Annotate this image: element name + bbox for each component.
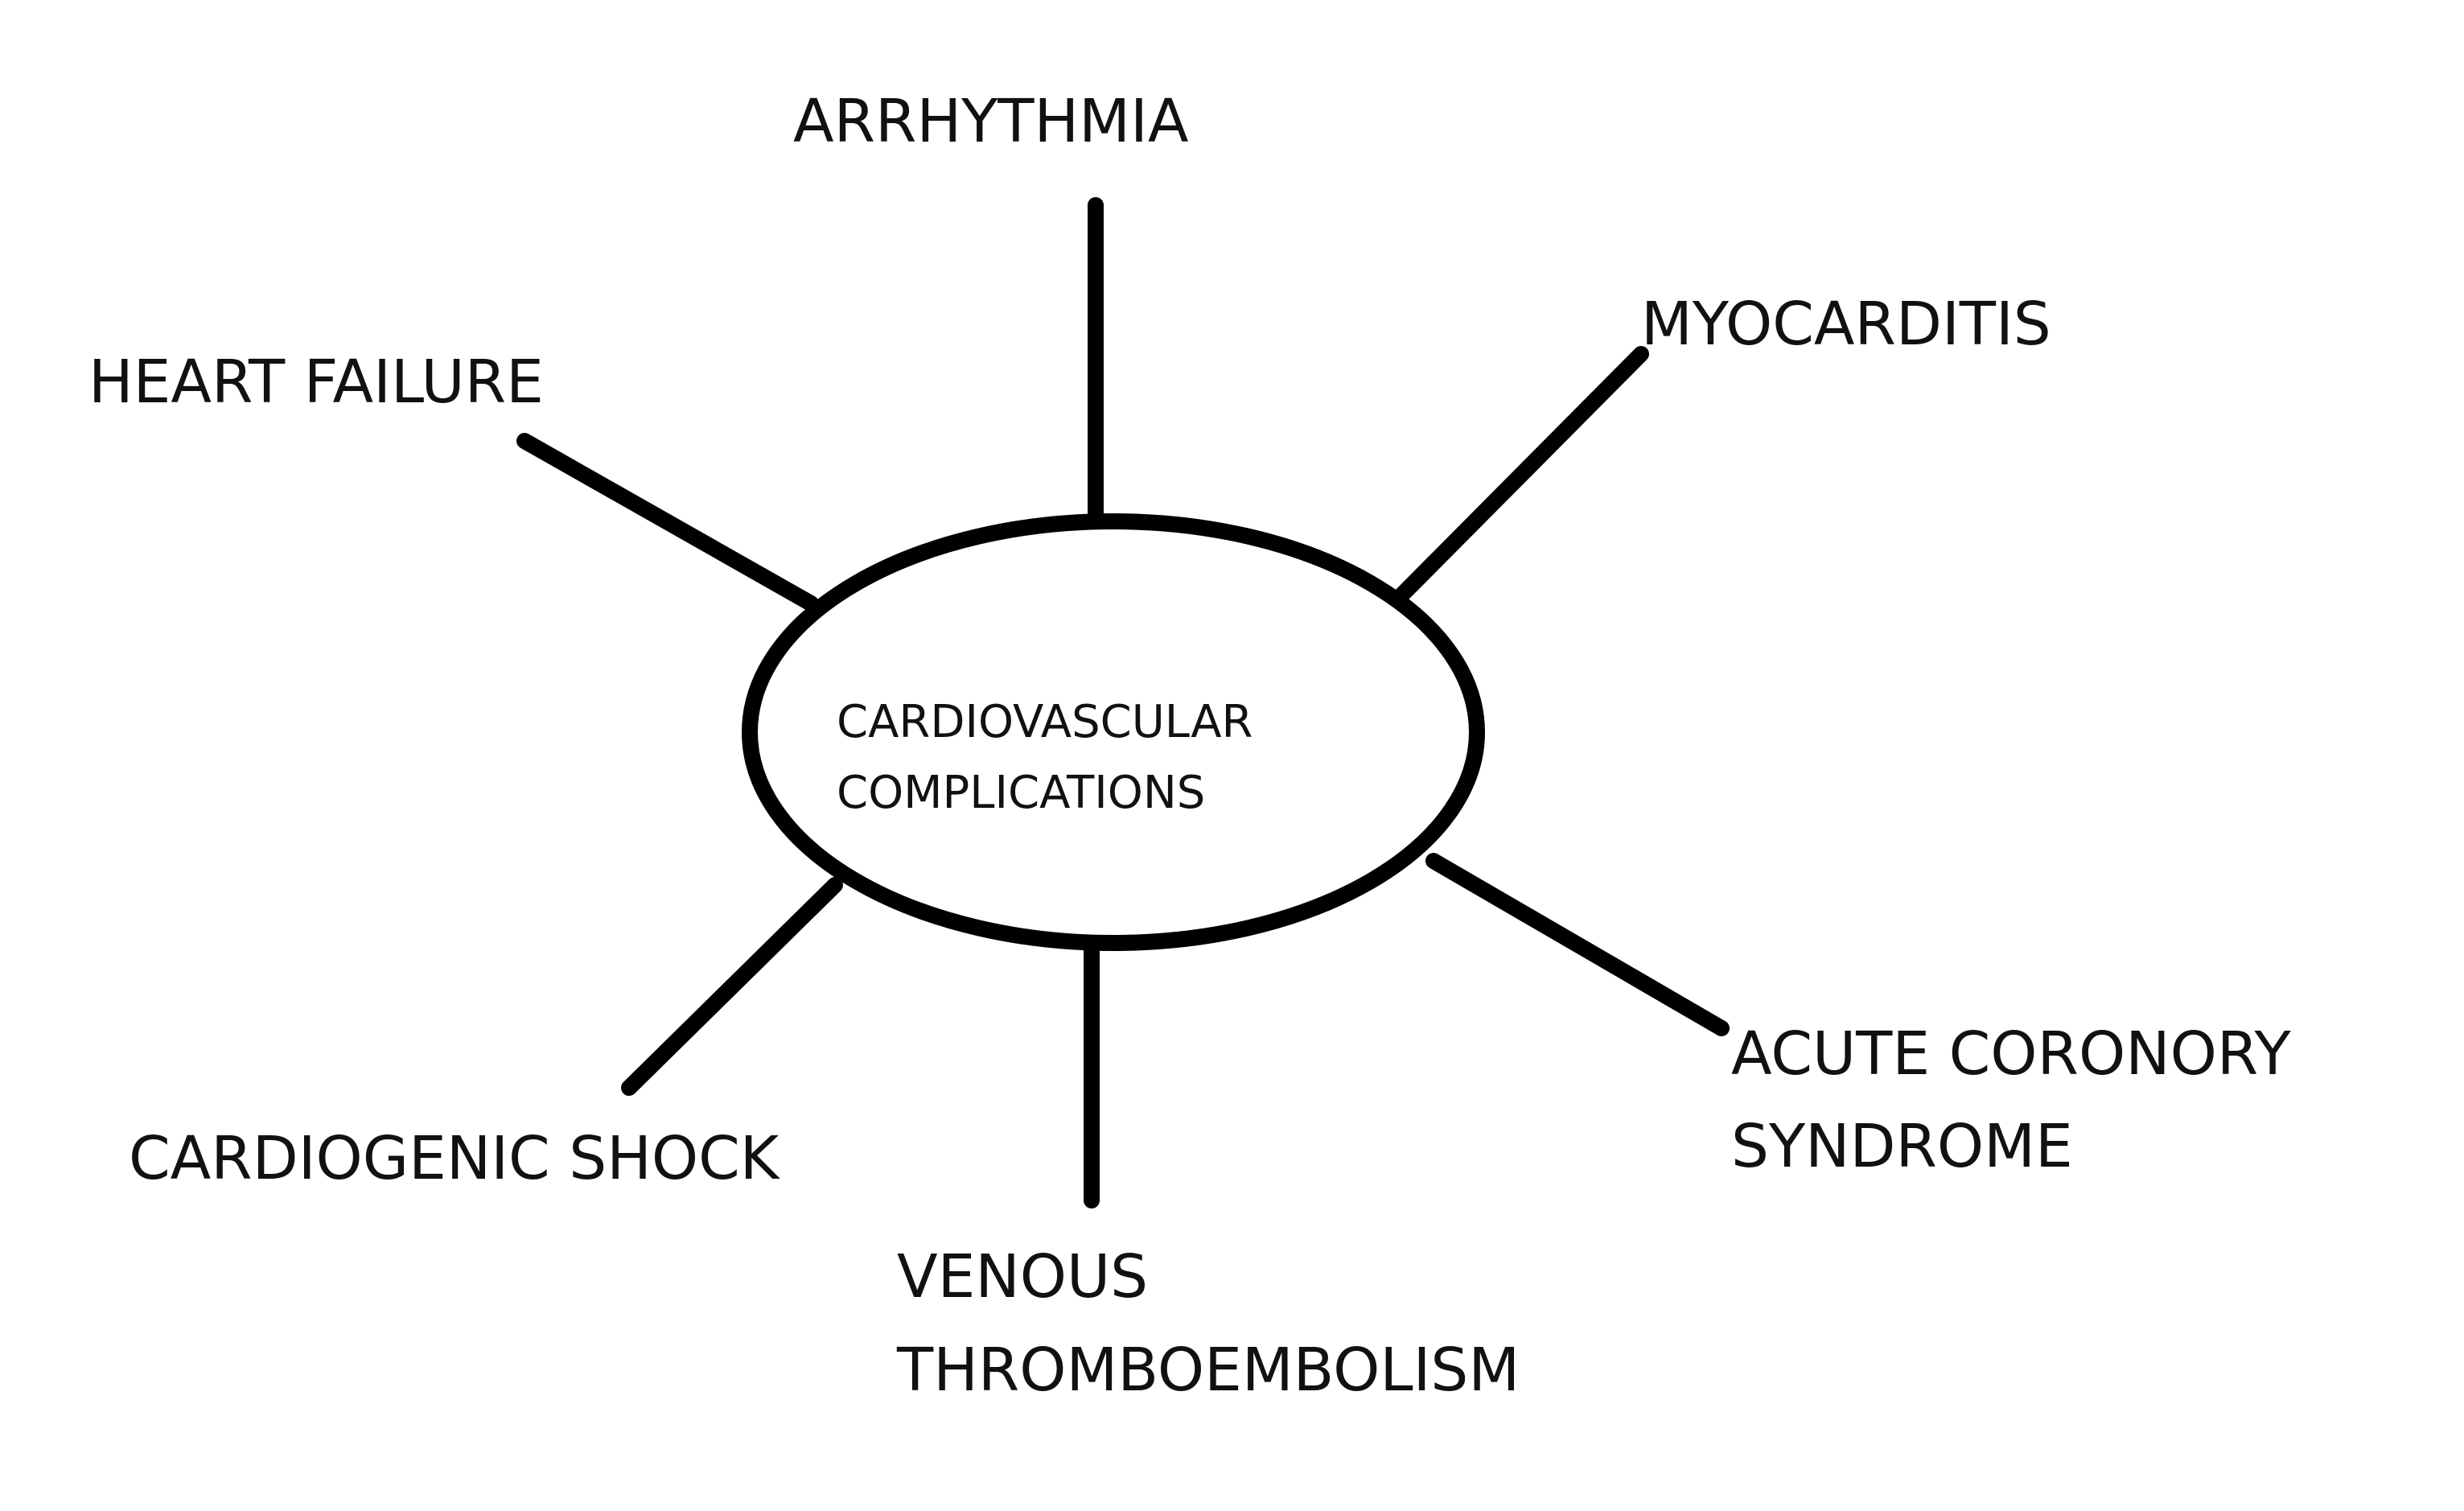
hub-label-line-2: COMPLICATIONS [837, 767, 1205, 819]
central-hub [742, 513, 1485, 951]
label-venous-thromboembolism-line-2: THROMBOEMBOLISM [896, 1336, 1520, 1405]
connector-myocarditis [1393, 346, 1649, 603]
connector-cardiogenic-shock [621, 877, 843, 1096]
label-cardiogenic-shock: CARDIOGENIC SHOCK [129, 1124, 781, 1193]
connector-heart-failure [516, 433, 819, 611]
label-myocarditis: MYOCARDITIS [1641, 290, 2051, 359]
connector-acute-coronary-syndrome [1425, 853, 1730, 1036]
hub-label-line-1: CARDIOVASCULAR [837, 696, 1253, 748]
label-arrhythmia: ARRHYTHMIA [793, 87, 1189, 156]
label-acute-coronary-syndrome-line-1: ACUTE CORONORY [1731, 1019, 2291, 1089]
label-heart-failure: HEART FAILURE [88, 348, 544, 417]
label-venous-thromboembolism-line-1: VENOUS [897, 1242, 1148, 1311]
label-acute-coronary-syndrome-line-2: SYNDROME [1731, 1112, 2073, 1181]
